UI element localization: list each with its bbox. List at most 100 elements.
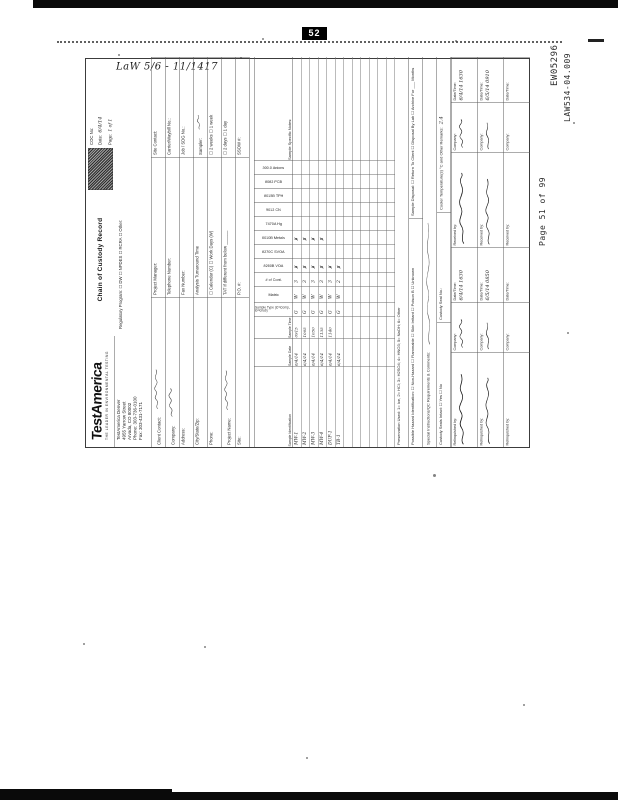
lab-logo: TestAmerica THE LEADER IN ENVIRONMENTAL … — [89, 350, 110, 441]
date-time-label: Date/Time: — [452, 282, 458, 301]
testamerica-wordmark: TestAmerica — [89, 361, 105, 441]
lab-address-block: TestAmerica Denver 4955 Yarrow Street Ar… — [116, 396, 144, 440]
date-time-cell: Date/Time: 6/5/14 0850 — [477, 247, 504, 302]
scan-speck — [204, 646, 206, 648]
company-cell: Company: — [503, 302, 530, 352]
custody-seals-cell: Custody Seals Intact: ☐ Yes ☐ No — [437, 322, 451, 447]
relinquished-cell: Relinquished by: — [477, 352, 504, 447]
company-label: Company: — [452, 133, 458, 151]
info-cell: SSOW #: — [235, 57, 250, 157]
x-mark: ✗ — [294, 236, 300, 241]
sample-row-matrix: W — [294, 294, 299, 299]
date-time-cell: Date/Time: 6/5/14 0910 — [477, 57, 504, 102]
perforation-dotted-line — [57, 41, 562, 43]
sample-row-matrix: W — [336, 294, 342, 299]
info-cell: Carrier/Waybill No.: — [165, 57, 180, 157]
x-mark: ✗ — [328, 264, 334, 269]
vertical-header-text: 6010B Metals — [262, 235, 285, 240]
scan-bottom-bar — [0, 792, 618, 800]
info-cell: Phone: — [207, 297, 222, 447]
sample-row-time: 1005 — [302, 327, 308, 338]
sample-row-type: G — [319, 310, 325, 314]
sample-row-id: DUP-1 — [328, 430, 333, 445]
vertical-header-text: 8260B VOA — [263, 263, 284, 268]
date-time-cell: Date/Time: 6/4/14 1630 — [451, 57, 478, 102]
scan-speck — [83, 643, 85, 645]
stamp-box: 52 — [302, 27, 327, 40]
analysis-column-header: 8270C SVOA — [254, 245, 293, 259]
date-time-label: Date/Time: — [452, 82, 458, 101]
handwriting-scribble — [224, 370, 228, 410]
sample-row-time: 1050 — [311, 327, 316, 338]
date-label: Date: — [97, 134, 103, 145]
info-cell: Site Contact: — [151, 57, 166, 157]
disposal-cell: Sample Disposal: ☐ Return To Client ☐ Di… — [410, 67, 416, 216]
scan-speck — [573, 122, 575, 124]
sample-row-matrix: W — [319, 294, 325, 299]
scan-speck — [118, 54, 120, 56]
regulatory-program-row: Regulatory Program: ☐ DW ☐ NPDES ☐ RCRA … — [118, 219, 123, 329]
column-header-time: Sample Time — [254, 317, 293, 339]
info-cell: ☐ 2 days ☐ 1 day — [221, 57, 236, 157]
page-footer-vertical: Page 51 of 99 — [538, 176, 547, 246]
sample-row-containers: 3 — [311, 280, 316, 283]
scan-speck — [306, 757, 308, 759]
logo-tagline: THE LEADER IN ENVIRONMENTAL TESTING — [105, 350, 110, 440]
sample-row-containers: 3 — [319, 280, 325, 283]
analysis-column-header: 6010B Metals — [254, 231, 293, 245]
info-cell: P.O. #: — [235, 157, 250, 297]
signature-scribble — [485, 377, 490, 445]
cooler-temp-label: Cooler Temperature(s) °C and Other Remar… — [439, 127, 444, 210]
table-grid-line — [293, 338, 395, 339]
relinquished-label: Relinquished by: — [505, 417, 510, 446]
sample-row-date: 6/4/14 — [302, 353, 308, 366]
relinquished-cell: Relinquished by: — [451, 352, 478, 447]
signature-scribble — [485, 122, 489, 150]
info-label: Company: — [170, 425, 176, 445]
table-grid-line — [293, 258, 395, 259]
preservation-row: Preservation Used: 1= Ice, 2= HCl; 3= H2… — [395, 57, 409, 447]
vertical-header-text: 8082 PCB — [264, 179, 283, 184]
signature-scribble — [459, 374, 464, 445]
x-mark: ✗ — [336, 264, 343, 269]
x-mark: ✗ — [302, 236, 309, 241]
info-cell: Fax Number: — [179, 157, 194, 297]
date-time-label: Date/Time: — [478, 282, 484, 301]
table-grid-line — [293, 160, 395, 161]
sample-row-id: MW-2 — [302, 431, 308, 445]
relinquished-label: Relinquished by: — [478, 417, 484, 446]
analysis-column-header: 8015B TPH — [254, 189, 293, 203]
sample-row-id: MW-3 — [311, 431, 316, 445]
received-cell: Received by: — [451, 152, 478, 247]
info-cell: Project Manager: — [151, 157, 166, 297]
table-grid-line — [293, 366, 395, 367]
table-grid-line — [293, 244, 395, 245]
signature-scribble — [485, 178, 490, 245]
sample-row-matrix: W — [328, 294, 333, 299]
scan-speck — [262, 38, 264, 40]
sample-row-type: G — [336, 310, 342, 314]
header-right-fields: COC No: Date: 6/4/14 Page: 1 of 1 — [89, 59, 114, 145]
scan-speck — [455, 40, 457, 42]
info-cell: Site: — [235, 297, 250, 447]
analysis-column-header: 7470A Hg — [254, 217, 293, 231]
table-grid-line — [293, 230, 395, 231]
table-grid-line — [293, 302, 395, 303]
handwritten-date: 6/4/14 — [97, 116, 104, 133]
form-title: Chain of Custody Record — [96, 217, 104, 302]
signature-grid: Relinquished by: Company: Date/Time: 6/4… — [451, 57, 530, 447]
info-cell: ☐ 2 weeks ☐ 1 week — [207, 57, 222, 157]
sample-row-time: 1140 — [328, 327, 333, 338]
client-info-grid: Client Contact: Project Manager: Site Co… — [151, 57, 250, 447]
sample-row-type: G — [302, 310, 308, 314]
column-header-sample-id: Sample Identification — [288, 414, 293, 447]
info-cell: Job / SDG No.: — [179, 57, 194, 157]
date-time-cell: Date/Time: — [503, 247, 530, 302]
x-mark: ✗ — [319, 264, 326, 269]
sample-row-time: 0915 — [294, 327, 299, 338]
info-label: Client Contact: — [156, 417, 162, 445]
column-header-matrix: Matrix — [254, 287, 293, 303]
handwriting-scribble — [154, 369, 158, 409]
sample-row-date: 6/4/14 — [294, 353, 299, 366]
received-label: Received by: — [505, 223, 510, 246]
